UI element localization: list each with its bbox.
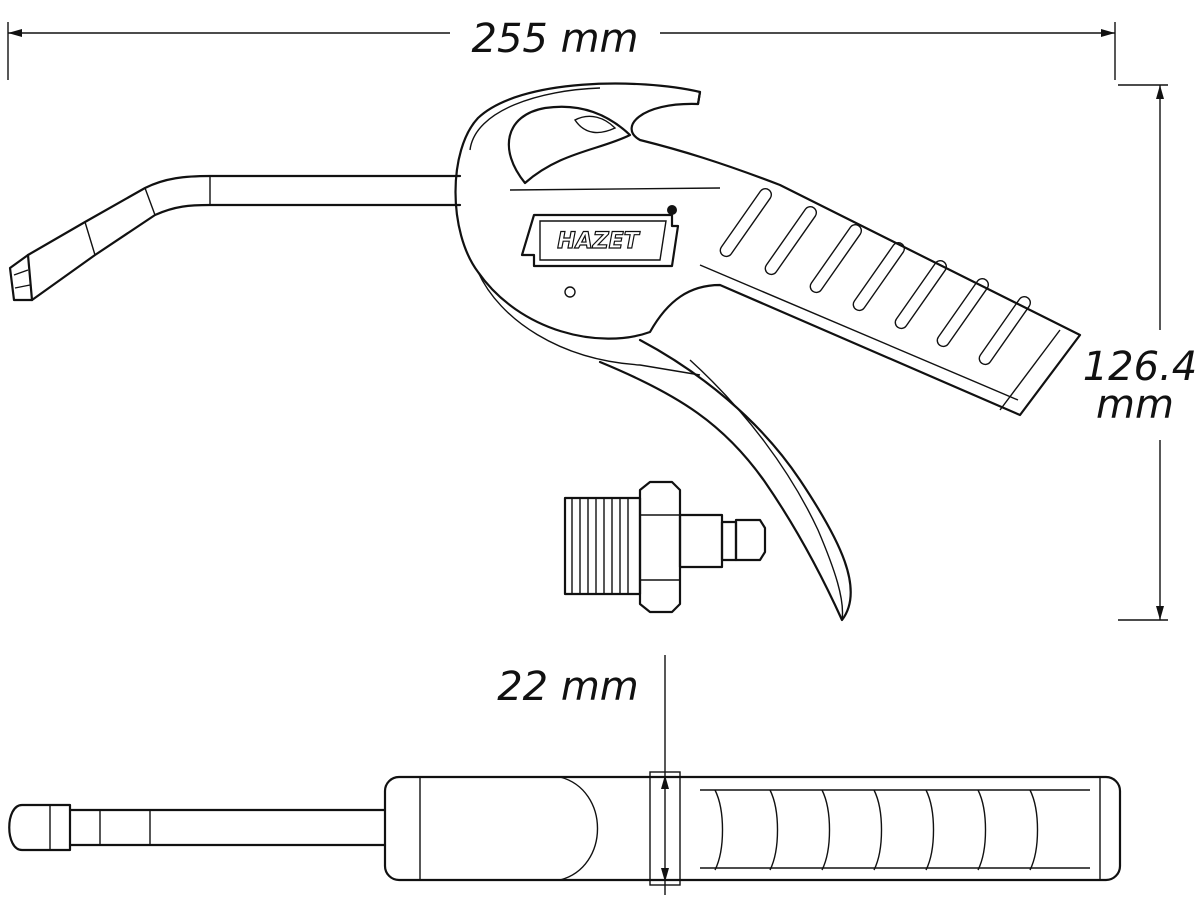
width-label: 22 mm	[497, 664, 639, 710]
width-dimension: 22 mm	[497, 655, 669, 895]
height-dimension: 126.4 mm	[1083, 84, 1198, 621]
screw-hole	[564, 286, 576, 298]
height-value-label: 126.4	[1083, 344, 1198, 390]
grip-ribs	[719, 188, 1032, 366]
length-dimension: 255 mm	[7, 16, 1116, 80]
hazet-logo: HAZET	[520, 205, 680, 268]
coupling-plug	[563, 480, 767, 614]
height-unit-label: mm	[1096, 382, 1174, 428]
gun-side-view: HAZET	[8, 82, 1082, 622]
length-label: 255 mm	[472, 16, 639, 62]
logo-text: HAZET	[557, 229, 640, 254]
gun-top-view	[8, 771, 1122, 886]
